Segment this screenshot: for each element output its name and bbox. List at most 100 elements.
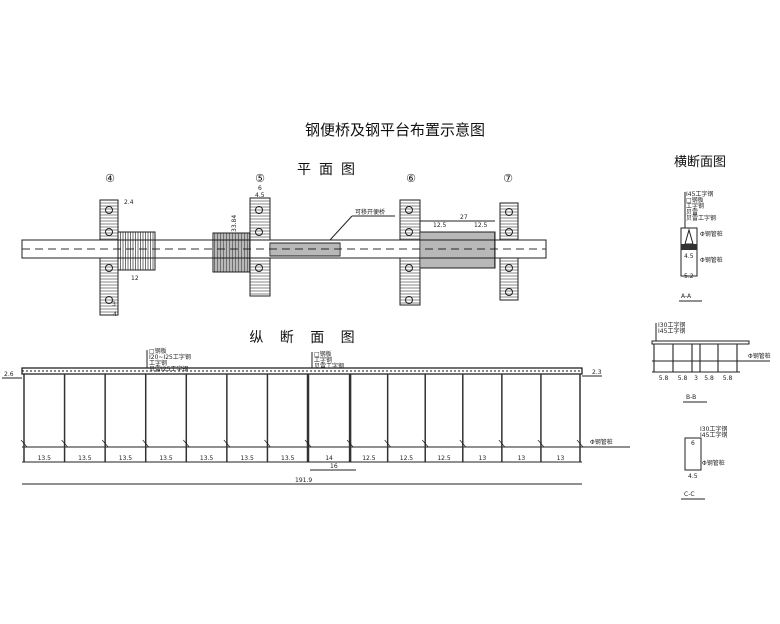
span-label: 12.5: [400, 455, 414, 462]
cross-sections: I45工字钢 □钢板 工字钢 贝雷 贝雷工字钢 Φ钢管桩 Φ钢管桩 4.5 5.…: [651, 190, 771, 500]
pile-tip: [346, 439, 354, 448]
bb-pile: Φ钢管桩: [748, 352, 771, 360]
span-label: 13.5: [119, 455, 133, 462]
pile-tip: [304, 439, 312, 448]
left-elevation: 2.6: [4, 371, 14, 378]
cc-width-1: 6: [691, 440, 695, 447]
bb-note-0: I30工字钢: [658, 321, 685, 329]
note-mid-0: □钢板: [314, 350, 332, 358]
pile-tip: [421, 439, 429, 448]
span-label: 13.5: [78, 455, 92, 462]
sub-dim-16: 16: [330, 463, 338, 470]
dim-12-5-a: 12.5: [433, 222, 447, 229]
pile-circle: [255, 206, 263, 214]
span-label: 13.5: [159, 455, 173, 462]
note-right: Φ钢管桩: [590, 438, 613, 446]
pier-label-7: ⑦: [503, 172, 513, 185]
dim-12: 12: [131, 275, 139, 282]
cc-pile: Φ钢管桩: [702, 459, 725, 467]
pile-circle: [505, 288, 513, 296]
cc-width-2: 4.5: [688, 473, 698, 480]
profile-heading: 纵 断 面 图: [249, 330, 360, 346]
platform-4: [117, 231, 156, 271]
note-mid: □钢板 工字钢 贝雷工字钢: [311, 350, 344, 370]
span-label: 13.5: [200, 455, 214, 462]
span-label: 13: [518, 455, 526, 462]
right-elevation: 2.3: [592, 369, 602, 376]
aa-width-2: 5.2: [684, 273, 694, 280]
bb-span-label: 5.8: [704, 375, 714, 382]
pile-circle: [505, 264, 513, 272]
pile-tip: [498, 439, 506, 448]
pile-circle: [105, 228, 113, 236]
aa-note-2: 工字钢: [686, 202, 704, 210]
aa-pile: Φ钢管桩: [700, 230, 723, 238]
pile-tip: [264, 439, 271, 448]
section-heading: 横断面图: [674, 155, 726, 170]
movable-bridge: [269, 242, 341, 257]
aa-width-1: 4.5: [684, 253, 694, 260]
movable-bridge-label: 可移开便桥: [355, 208, 385, 216]
pile-tip: [576, 439, 584, 448]
aa-note-3: 贝雷: [686, 209, 698, 216]
aa-pile-2: Φ钢管桩: [700, 256, 723, 264]
bb-span-label: 5.8: [678, 375, 688, 382]
span-label: 13: [479, 455, 487, 462]
aa-note-0: I45工字钢: [686, 190, 713, 198]
drawing-title: 钢便桥及钢平台布置示意图: [305, 121, 485, 139]
pile-tip: [223, 439, 231, 448]
section-label-bb: B-B: [686, 394, 696, 401]
pile-tip: [142, 439, 149, 448]
pier-label-5: ⑤: [255, 172, 265, 185]
bb-span-label: 5.8: [723, 375, 733, 382]
note-left-3: 贝雷I25工字钢: [149, 365, 188, 373]
pile-circle: [255, 228, 263, 236]
pile-circle: [505, 228, 513, 236]
bb-span-label: 5.8: [659, 375, 669, 382]
note-left-0: □钢板: [149, 347, 167, 355]
dim-4-5: 4.5: [255, 192, 265, 199]
section-label-cc: C-C: [684, 491, 695, 498]
bb-note-1: I45工字钢: [658, 327, 685, 335]
dim-6: 6: [258, 185, 262, 192]
pile-circle: [105, 296, 113, 304]
total-length: 191.9: [295, 477, 312, 484]
span-label: 12.5: [437, 455, 451, 462]
pile-tip: [61, 439, 68, 448]
span-label: 13.5: [240, 455, 254, 462]
pile-circle: [405, 296, 413, 304]
dim-12-5-b: 12.5: [474, 222, 488, 229]
note-mid-2: 贝雷工字钢: [314, 362, 344, 370]
pier-label-6: ⑥: [406, 172, 416, 185]
aa-note-4: 贝雷工字钢: [686, 214, 716, 222]
pile-tip: [183, 439, 190, 448]
pile-tip: [384, 439, 391, 448]
pile-tip: [101, 439, 109, 448]
dim-33-84: 33.84: [231, 215, 238, 232]
note-left-2: 工字钢: [149, 359, 167, 367]
dim-4: 4: [113, 311, 117, 318]
span-label: 13: [557, 455, 565, 462]
pile-circle: [405, 228, 413, 236]
pile-circle: [105, 264, 113, 272]
note-left: □钢板 I20~I25工字钢 工字钢 贝雷I25工字钢: [146, 347, 191, 373]
bb-span-label: 3: [694, 375, 698, 382]
span-label: 14: [325, 455, 333, 462]
pile-circle: [105, 206, 113, 214]
note-left-1: I20~I25工字钢: [149, 353, 191, 361]
pile-tip: [537, 439, 545, 448]
pile-circle: [405, 264, 413, 272]
dim-3: 3: [112, 301, 116, 308]
aa-note-1: □钢板: [686, 196, 704, 204]
plan-view: ④ ⑤ ⑥ ⑦ 可移开便桥 27 12.5 12.5 2.4 12 3 4 6 …: [21, 172, 547, 318]
cc-note-0: I30工字钢: [700, 425, 727, 433]
span-label: 13.5: [38, 455, 52, 462]
pile-tip: [459, 439, 467, 448]
dim-2-4: 2.4: [124, 199, 134, 206]
pier-label-4: ④: [105, 172, 115, 185]
section-label-aa: A-A: [681, 293, 692, 300]
cc-note-1: I45工字钢: [700, 431, 727, 439]
pile-circle: [255, 264, 263, 272]
